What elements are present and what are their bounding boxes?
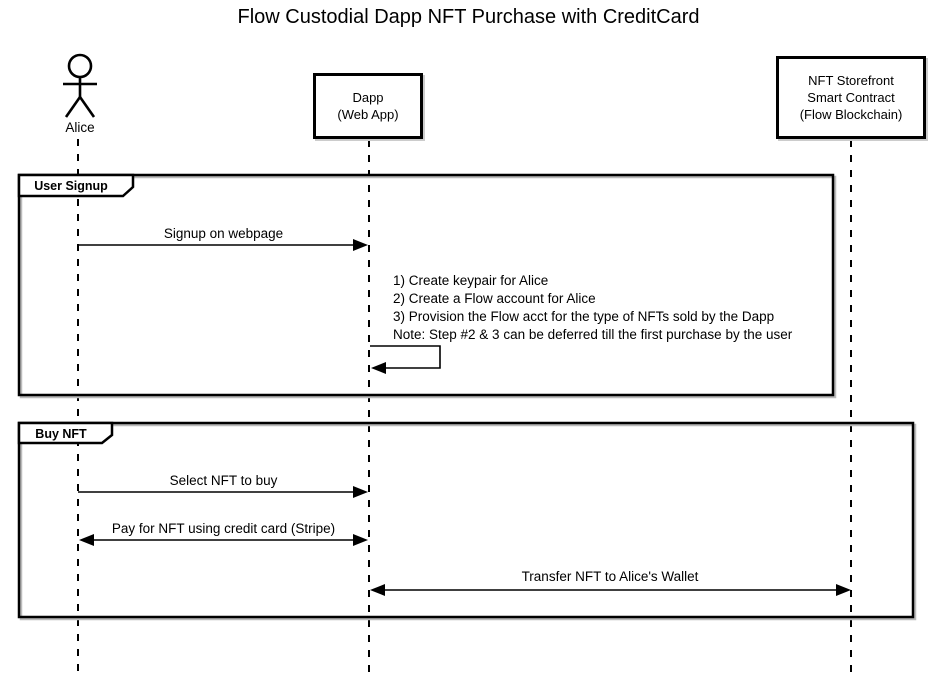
actor-alice-label: Alice <box>65 120 95 135</box>
frame-buy-nft-shadow <box>19 423 917 621</box>
note-line-1: 1) Create keypair for Alice <box>393 273 549 288</box>
frame-user-signup-pentagon <box>17 173 135 198</box>
frame-user-signup-label: User Signup <box>34 179 108 193</box>
self-message-arrow <box>370 345 441 374</box>
message-select-arrow <box>78 486 368 498</box>
note-line-3: 3) Provision the Flow acct for the type … <box>393 309 775 324</box>
participant-dapp: Dapp (Web App) <box>313 73 423 139</box>
participant-storefront: NFT Storefront Smart Contract (Flow Bloc… <box>776 56 926 139</box>
frame-user-signup <box>17 173 835 397</box>
message-transfer-label: Transfer NFT to Alice's Wallet <box>521 569 699 584</box>
message-select-label: Select NFT to buy <box>169 473 278 488</box>
participant-dapp-line1: Dapp <box>352 90 384 105</box>
note-line-2: 2) Create a Flow account for Alice <box>393 291 596 306</box>
note-text: 1) Create keypair for Alice 2) Create a … <box>393 272 792 344</box>
frame-buy-nft-label: Buy NFT <box>35 427 87 441</box>
diagram-title: Flow Custodial Dapp NFT Purchase with Cr… <box>237 6 700 28</box>
participant-storefront-line2: Smart Contract <box>807 90 895 105</box>
message-transfer-arrow <box>370 584 851 596</box>
frame-buy-nft-pentagon <box>17 421 114 445</box>
message-pay-arrow <box>79 534 368 546</box>
note-line-4: Note: Step #2 & 3 can be deferred till t… <box>393 327 793 342</box>
participant-dapp-line2: (Web App) <box>337 107 399 122</box>
actor-alice-icon <box>63 53 97 118</box>
participant-storefront-line3: (Flow Blockchain) <box>799 107 903 122</box>
message-signup-arrow <box>78 239 368 251</box>
message-pay-label: Pay for NFT using credit card (Stripe) <box>111 521 336 536</box>
participant-storefront-line1: NFT Storefront <box>808 73 894 88</box>
frame-user-signup-shadow <box>19 175 837 399</box>
message-signup-label: Signup on webpage <box>163 226 284 241</box>
frame-buy-nft <box>17 421 915 619</box>
